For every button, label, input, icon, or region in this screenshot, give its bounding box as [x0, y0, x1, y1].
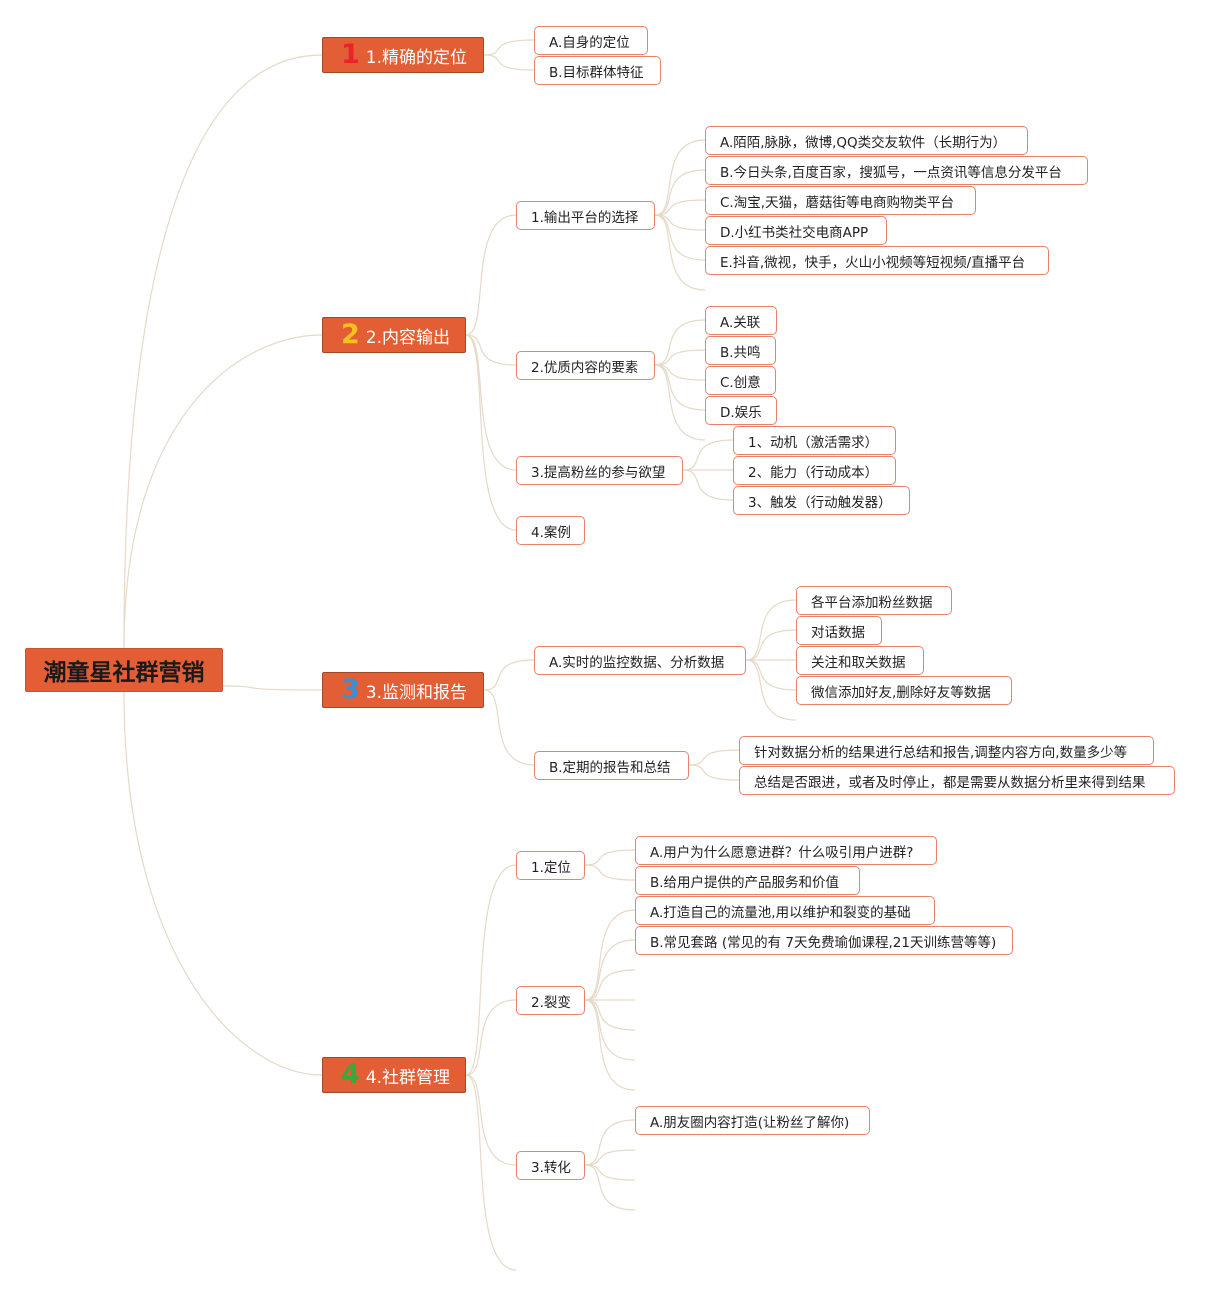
branch-connector-line [654, 214, 706, 231]
leaf-element-relevance[interactable]: A.关联 [705, 306, 777, 335]
leaf-moments-content[interactable]: A.朋友圈内容打造(让粉丝了解你) [635, 1106, 870, 1135]
branch-connector-line [584, 999, 636, 1031]
branch-connector-line [584, 999, 636, 1091]
leaf-wechat-friend-data[interactable]: 微信添加好友,删除好友等数据 [796, 676, 1012, 705]
sub-content-elements[interactable]: 2.优质内容的要素 [516, 351, 655, 380]
sub-cases[interactable]: 4.案例 [516, 516, 585, 545]
leaf-element-entertainment[interactable]: D.娱乐 [705, 396, 777, 425]
leaf-report-summary[interactable]: 针对数据分析的结果进行总结和报告,调整内容方向,数量多少等 [739, 736, 1154, 765]
branch-label: 2.内容输出 [365, 327, 451, 348]
leaf-self-positioning[interactable]: A.自身的定位 [534, 26, 648, 55]
root-connector-line [123, 334, 323, 649]
root-connector-line [123, 54, 323, 649]
leaf-platform-social[interactable]: A.陌陌,脉脉，微博,QQ类交友软件（长期行为） [705, 126, 1028, 155]
leaf-element-resonance[interactable]: B.共鸣 [705, 336, 776, 365]
branch-connector-line [654, 169, 706, 216]
leaf-platform-fan-data[interactable]: 各平台添加粉丝数据 [796, 586, 952, 615]
branch-connector-line [654, 364, 706, 381]
branch-connector-line [584, 939, 636, 1001]
branch-connector-line [465, 1074, 517, 1271]
sub-conversion[interactable]: 3.转化 [516, 1151, 585, 1180]
branch-connector-line [465, 334, 517, 471]
leaf-element-creativity[interactable]: C.创意 [705, 366, 776, 395]
leaf-follow-data[interactable]: 关注和取关数据 [796, 646, 924, 675]
branch-connector-line [745, 599, 797, 661]
branch-connector-line [688, 749, 740, 766]
branch-label: 3.监测和报告 [365, 682, 468, 703]
leaf-traffic-pool[interactable]: A.打造自己的流量池,用以维护和裂变的基础 [635, 896, 935, 925]
leaf-ability[interactable]: 2、能力（行动成本） [733, 456, 896, 485]
branch-connector-line [584, 909, 636, 1001]
branch-connector-line [682, 439, 734, 471]
branch-label: 1.精确的定位 [365, 47, 468, 68]
branch-connector-line [465, 334, 517, 366]
branch-connector-line [654, 319, 706, 366]
branch-community-management[interactable]: 4 4.社群管理 [322, 1057, 466, 1093]
number-3-icon: 3 [341, 673, 360, 705]
leaf-platform-short-video[interactable]: E.抖音,微视，快手，火山小视频等短视频/直播平台 [705, 246, 1049, 275]
branch-content-output[interactable]: 2 2.内容输出 [322, 317, 466, 353]
leaf-motivation[interactable]: 1、动机（激活需求） [733, 426, 896, 455]
number-4-icon: 4 [341, 1058, 360, 1090]
leaf-report-followup[interactable]: 总结是否跟进，或者及时停止，都是需要从数据分析里来得到结果 [739, 766, 1175, 795]
root-topic[interactable]: 潮童星社群营销 [25, 648, 223, 692]
branch-connector-line [465, 864, 517, 1076]
sub-fission[interactable]: 2.裂变 [516, 986, 585, 1015]
branch-connector-line [584, 1119, 636, 1166]
branch-connector-line [745, 629, 797, 661]
branch-connector-line [483, 39, 535, 56]
leaf-platform-news[interactable]: B.今日头条,百度百家，搜狐号，一点资讯等信息分发平台 [705, 156, 1088, 185]
sub-realtime-monitoring[interactable]: A.实时的监控数据、分析数据 [534, 646, 746, 675]
branch-connector-line [654, 199, 706, 216]
branch-connector-line [654, 214, 706, 291]
sub-fan-participation[interactable]: 3.提高粉丝的参与欲望 [516, 456, 683, 485]
branch-connector-line [483, 659, 535, 691]
branch-connector-line [688, 764, 740, 781]
leaf-platform-ecommerce[interactable]: C.淘宝,天猫，蘑菇街等电商购物类平台 [705, 186, 976, 215]
leaf-product-value[interactable]: B.给用户提供的产品服务和价值 [635, 866, 860, 895]
leaf-platform-social-ecommerce[interactable]: D.小红书类社交电商APP [705, 216, 887, 245]
leaf-common-routines[interactable]: B.常见套路 (常见的有 7天免费瑜伽课程,21天训练营等等) [635, 926, 1013, 955]
sub-periodic-report[interactable]: B.定期的报告和总结 [534, 751, 689, 780]
branch-connector-line [584, 1164, 636, 1181]
number-2-icon: 2 [341, 318, 360, 350]
branch-connector-line [584, 969, 636, 1001]
branch-connector-line [654, 139, 706, 216]
sub-community-positioning[interactable]: 1.定位 [516, 851, 585, 880]
branch-connector-line [654, 349, 706, 366]
leaf-target-group[interactable]: B.目标群体特征 [534, 56, 661, 85]
branch-connector-line [682, 469, 734, 501]
leaf-dialog-data[interactable]: 对话数据 [796, 616, 882, 645]
branch-connector-line [465, 1074, 517, 1166]
branch-connector-line [584, 849, 636, 866]
root-connector-line [221, 685, 323, 691]
branch-connector-line [654, 364, 706, 441]
root-connector-line [123, 691, 323, 1076]
branch-connector-line [584, 1164, 636, 1211]
branch-connector-line [584, 1149, 636, 1166]
branch-connector-line [483, 689, 535, 766]
branch-connector-line [465, 999, 517, 1076]
sub-platform-choice[interactable]: 1.输出平台的选择 [516, 201, 655, 230]
branch-connector-line [584, 864, 636, 881]
branch-connector-line [745, 659, 797, 691]
leaf-trigger[interactable]: 3、触发（行动触发器） [733, 486, 910, 515]
branch-connector-line [745, 659, 797, 721]
branch-connector-line [654, 214, 706, 261]
leaf-why-join-group[interactable]: A.用户为什么愿意进群？什么吸引用户进群? [635, 836, 937, 865]
branch-connector-line [465, 334, 517, 531]
branch-positioning[interactable]: 1 1.精确的定位 [322, 37, 484, 73]
branch-connector-line [654, 364, 706, 411]
branch-label: 4.社群管理 [365, 1067, 451, 1088]
branch-connector-line [483, 54, 535, 71]
branch-connector-line [465, 214, 517, 336]
number-1-icon: 1 [341, 38, 360, 70]
branch-monitoring[interactable]: 3 3.监测和报告 [322, 672, 484, 708]
